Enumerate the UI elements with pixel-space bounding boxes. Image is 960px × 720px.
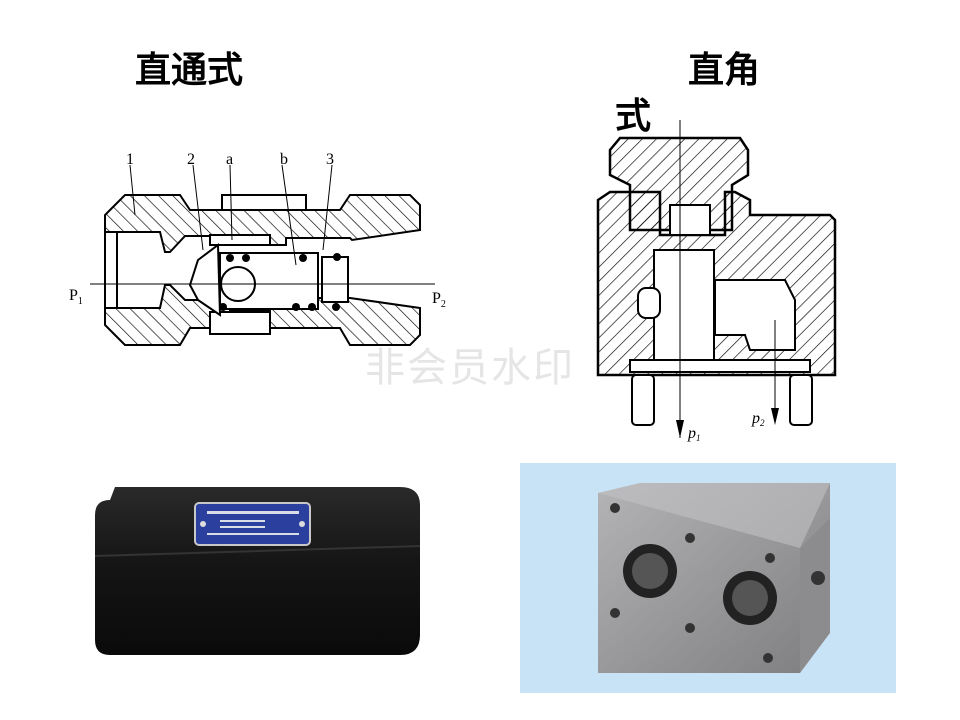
right-angle-valve-photo xyxy=(520,463,896,693)
straight-check-valve-diagram: 1 2 a b 3 P1 P2 xyxy=(69,151,446,346)
label-b: b xyxy=(280,151,288,168)
port-p1-label: P1 xyxy=(69,287,83,307)
title-right-angle-type-suffix: 式 xyxy=(615,95,652,137)
label-2: 2 xyxy=(187,151,195,168)
right-angle-check-valve-diagram: p1 p2 xyxy=(596,120,837,443)
port-p2-label: P2 xyxy=(432,290,446,310)
port-p1-label: p1 xyxy=(687,425,701,443)
label-1: 1 xyxy=(126,151,134,168)
watermark: 非会员水印 xyxy=(365,345,575,391)
title-straight-type: 直通式 xyxy=(135,49,244,91)
nameplate xyxy=(194,502,311,546)
straight-valve-photo xyxy=(95,487,420,655)
label-a: a xyxy=(226,151,233,168)
label-3: 3 xyxy=(326,151,334,168)
port-p2-label: p2 xyxy=(751,410,765,428)
title-right-angle-type: 直角 xyxy=(688,49,761,91)
